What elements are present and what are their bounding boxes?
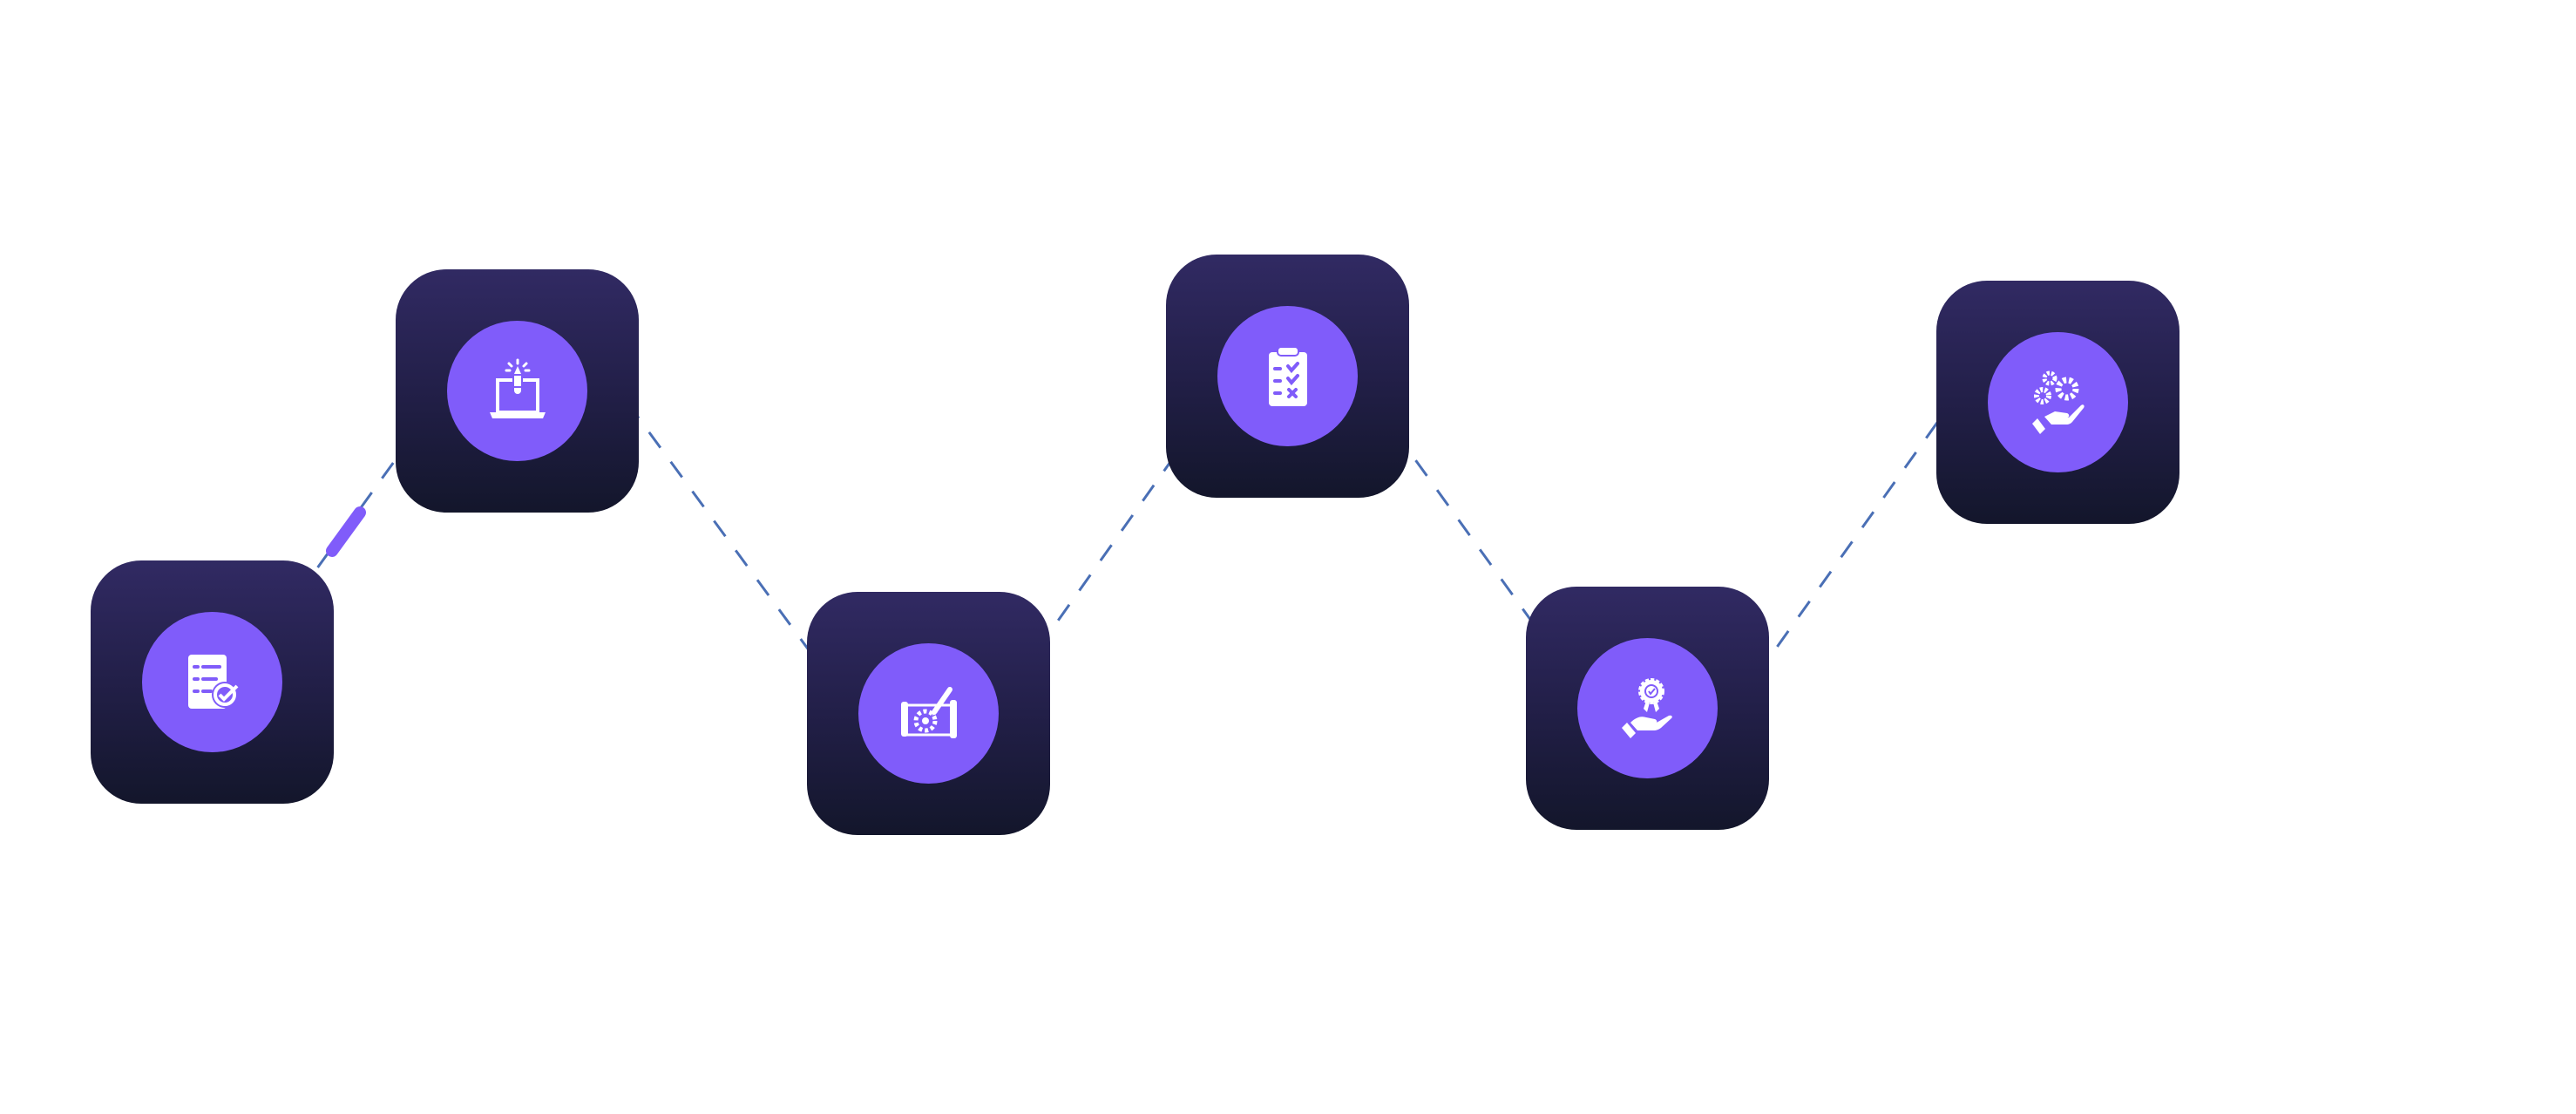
step-card-3[interactable] (807, 592, 1050, 835)
step-card-1[interactable] (91, 560, 334, 804)
step-icon-circle (142, 612, 282, 752)
document-check-icon (187, 654, 238, 709)
step-icon-circle (858, 643, 999, 784)
connector-3-4 (1035, 446, 1183, 651)
connector-1-2 (295, 439, 411, 598)
connector-5-6 (1754, 401, 1954, 677)
laptop-pen-icon (489, 358, 546, 418)
connector-2-3 (626, 402, 821, 665)
connector-progress-highlight (326, 506, 366, 557)
connector-4-5 (1393, 430, 1544, 637)
step-card-2[interactable] (396, 269, 639, 513)
step-card-6[interactable] (1936, 281, 2179, 524)
blueprint-gear-icon (900, 686, 957, 738)
step-icon-circle (1217, 306, 1358, 446)
hand-gears-icon (2031, 370, 2085, 434)
step-icon-circle (1577, 638, 1718, 778)
step-icon-circle (447, 321, 587, 461)
step-card-5[interactable] (1526, 587, 1769, 830)
step-icon-circle (1988, 332, 2128, 472)
step-card-4[interactable] (1166, 255, 1409, 498)
clipboard-checklist-icon (1268, 345, 1307, 406)
hand-award-icon (1621, 677, 1672, 738)
